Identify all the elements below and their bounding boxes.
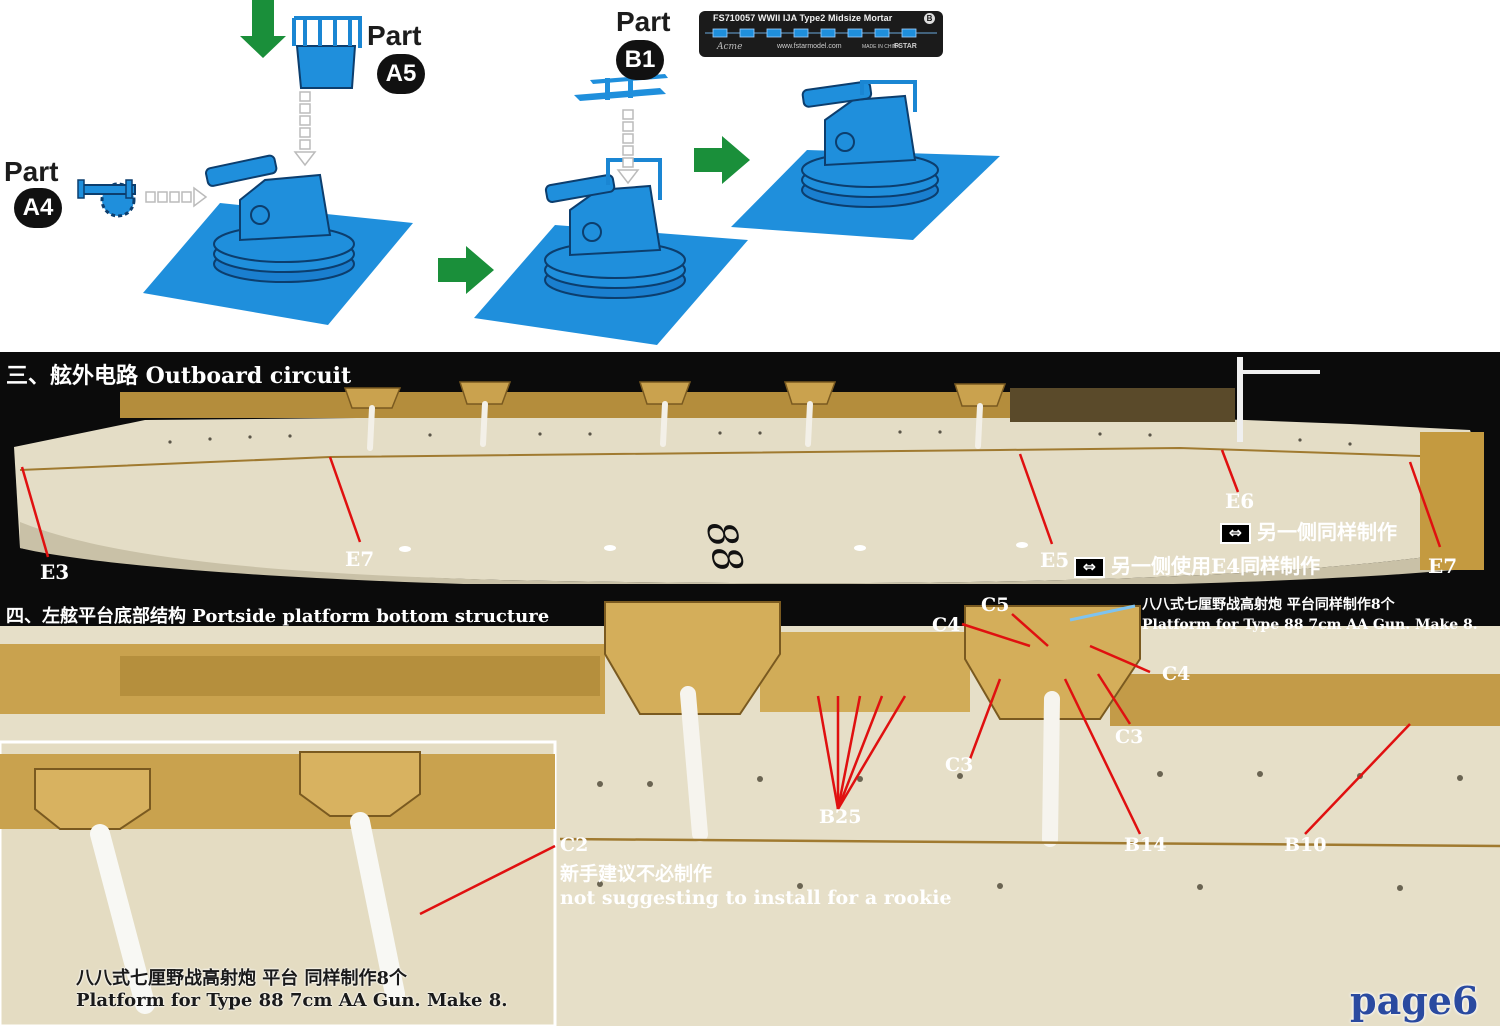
c2-note-cn: 新手建议不必制作 bbox=[560, 863, 713, 885]
sponsons bbox=[343, 381, 1007, 409]
sponson-right bbox=[964, 605, 1141, 720]
fret-parts-strip bbox=[705, 28, 937, 38]
label-e5: E5 bbox=[1040, 548, 1070, 572]
fret-brand: Acme bbox=[717, 42, 743, 52]
fret-title: FS710057 WWII IJA Type2 Midsize Mortar bbox=[713, 13, 893, 23]
outboard-circuit-photo: 88 三、舷外电路 Outboard circuit E3 E7 E5 E6 E… bbox=[0, 352, 1500, 584]
dotted-arrow-b1 bbox=[616, 109, 640, 185]
note-e5-text: 另一侧使用E4同样制作 bbox=[1111, 554, 1321, 578]
fret-logo: FSTAR bbox=[894, 43, 917, 50]
part-b1-label: Part bbox=[616, 6, 671, 37]
part-a5-badge: A5 bbox=[377, 54, 425, 94]
inset-note-en: Platform for Type 88 7cm AA Gun. Make 8. bbox=[76, 990, 508, 1011]
label-c4-right: C4 bbox=[1162, 663, 1191, 685]
part-a5-piece bbox=[292, 16, 362, 89]
part-a4-badge: A4 bbox=[14, 188, 62, 228]
note-e5: ⇔ 另一侧使用E4同样制作 bbox=[1074, 550, 1320, 579]
part-b1-badge: B1 bbox=[616, 40, 664, 80]
part-a4-piece bbox=[77, 179, 136, 218]
part-a5-label: Part bbox=[367, 20, 422, 51]
c2-note-en: not suggesting to install for a rookie bbox=[560, 887, 952, 909]
label-b10: B10 bbox=[1284, 834, 1327, 856]
green-right-arrow-2 bbox=[694, 136, 750, 184]
label-b14: B14 bbox=[1124, 834, 1167, 856]
hull-number: 88 bbox=[697, 518, 751, 576]
hull-photo: 88 bbox=[14, 357, 1484, 584]
portside-platform-photo: 四、左舷平台底部结构 Portside platform bottom stru… bbox=[0, 584, 1500, 1026]
label-b25: B25 bbox=[819, 806, 862, 828]
assembly-drawing bbox=[77, 0, 1000, 345]
note-e6: ⇔ 另一侧同样制作 bbox=[1220, 516, 1397, 545]
green-down-arrow bbox=[240, 0, 286, 58]
platform-note-en: Platform for Type 88 7cm AA Gun. Make 8. bbox=[1142, 617, 1478, 633]
label-e7-rear: E7 bbox=[1428, 554, 1458, 578]
mortar-barrel-1 bbox=[205, 154, 278, 187]
fret-url: www.fstarmodel.com bbox=[777, 43, 842, 50]
hull-shape bbox=[14, 412, 1484, 584]
part-a4-label: Part bbox=[4, 156, 59, 187]
green-right-arrow-1 bbox=[438, 246, 494, 294]
part-b1-piece bbox=[574, 74, 668, 101]
platform-photo bbox=[0, 584, 1500, 1026]
label-c4-left: C4 bbox=[932, 614, 961, 636]
dotted-arrow-a4 bbox=[145, 186, 208, 208]
label-c5: C5 bbox=[981, 594, 1010, 616]
gallery-deck bbox=[120, 392, 1020, 418]
section3-heading: 三、舷外电路 Outboard circuit bbox=[6, 363, 352, 389]
swap-arrows-icon: ⇔ bbox=[1074, 557, 1105, 578]
fret-badge: B bbox=[924, 13, 935, 24]
assembly-diagram: Part A4 Part A5 Part B1 FS710057 WWII IJ… bbox=[0, 0, 1500, 352]
swap-arrows-icon: ⇔ bbox=[1220, 523, 1251, 544]
mortar-body-2 bbox=[569, 184, 662, 257]
label-c3-right: C3 bbox=[1115, 726, 1144, 748]
stern-plate bbox=[1420, 432, 1484, 570]
inset-note-cn: 八八式七厘野战高射炮 平台 同样制作8个 bbox=[76, 968, 408, 989]
label-e6: E6 bbox=[1225, 489, 1255, 513]
label-e7-front: E7 bbox=[345, 547, 375, 571]
dotted-arrow-a5 bbox=[293, 91, 317, 167]
mortar-body-3 bbox=[824, 94, 917, 167]
label-c3-left: C3 bbox=[945, 754, 974, 776]
sponson-left bbox=[604, 601, 781, 715]
page-number: page6 bbox=[1350, 978, 1479, 1023]
platform-note-cn: 八八式七厘野战高射炮 平台同样制作8个 bbox=[1142, 597, 1395, 613]
fret-made: MADE IN CHINA bbox=[862, 44, 900, 50]
note-e6-text: 另一侧同样制作 bbox=[1257, 520, 1397, 544]
section4-heading: 四、左舷平台底部结构 Portside platform bottom stru… bbox=[6, 606, 550, 627]
label-e3: E3 bbox=[40, 560, 70, 584]
photo-etch-fret: FS710057 WWII IJA Type2 Midsize Mortar B… bbox=[699, 11, 943, 57]
label-c2: C2 bbox=[560, 834, 589, 856]
